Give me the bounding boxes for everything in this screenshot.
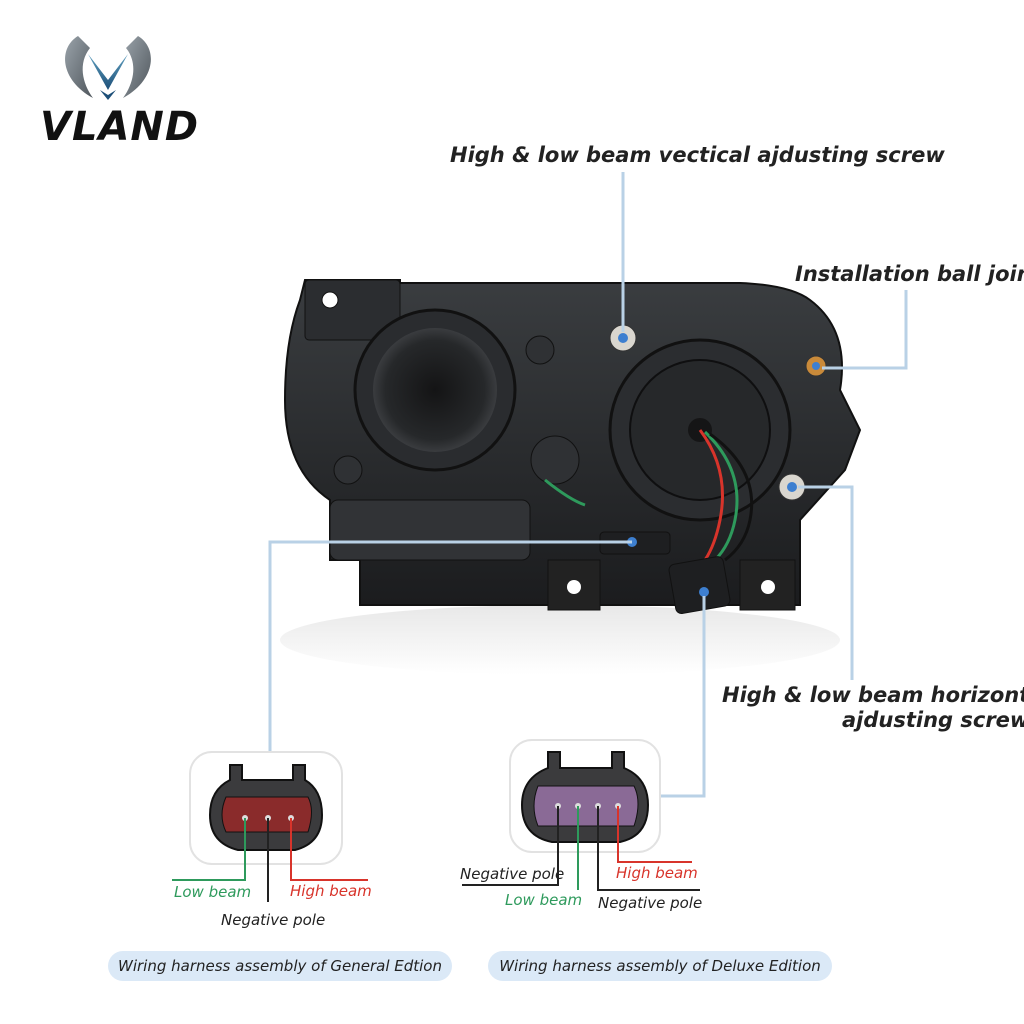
logo-wordmark: VLAND [40, 104, 200, 150]
deluxe-caption: Wiring harness assembly of Deluxe Editio… [488, 951, 832, 981]
callout-horizontal-screw-line2: ajdusting screw [842, 708, 1024, 732]
leader-general-connector [268, 540, 632, 752]
general-high-beam-label: High beam [290, 882, 372, 900]
deluxe-negative-pole-left-label: Negative pole [460, 865, 565, 883]
brand-logo: VLAND [38, 28, 198, 150]
deluxe-low-beam-label: Low beam [505, 891, 583, 909]
leader-deluxe-connector [660, 596, 706, 798]
general-low-beam-label: Low beam [174, 883, 252, 901]
callout-ball-joint: Installation ball joint [795, 262, 1024, 286]
lower-trim-bar [329, 499, 531, 561]
general-caption: Wiring harness assembly of General Edtio… [108, 951, 452, 981]
callout-horizontal-screw-line1: High & low beam horizontal [722, 683, 1024, 707]
leader-ball-joint [822, 290, 908, 370]
callout-vertical-screw: High & low beam vectical ajdusting screw [450, 143, 945, 167]
deluxe-negative-pole-right-label: Negative pole [598, 894, 703, 912]
leader-horizontal-screw [798, 485, 854, 680]
deluxe-high-beam-label: High beam [616, 864, 698, 882]
floor-reflection [280, 605, 840, 675]
vland-emblem-icon [65, 36, 151, 100]
general-negative-pole-label: Negative pole [221, 911, 326, 929]
